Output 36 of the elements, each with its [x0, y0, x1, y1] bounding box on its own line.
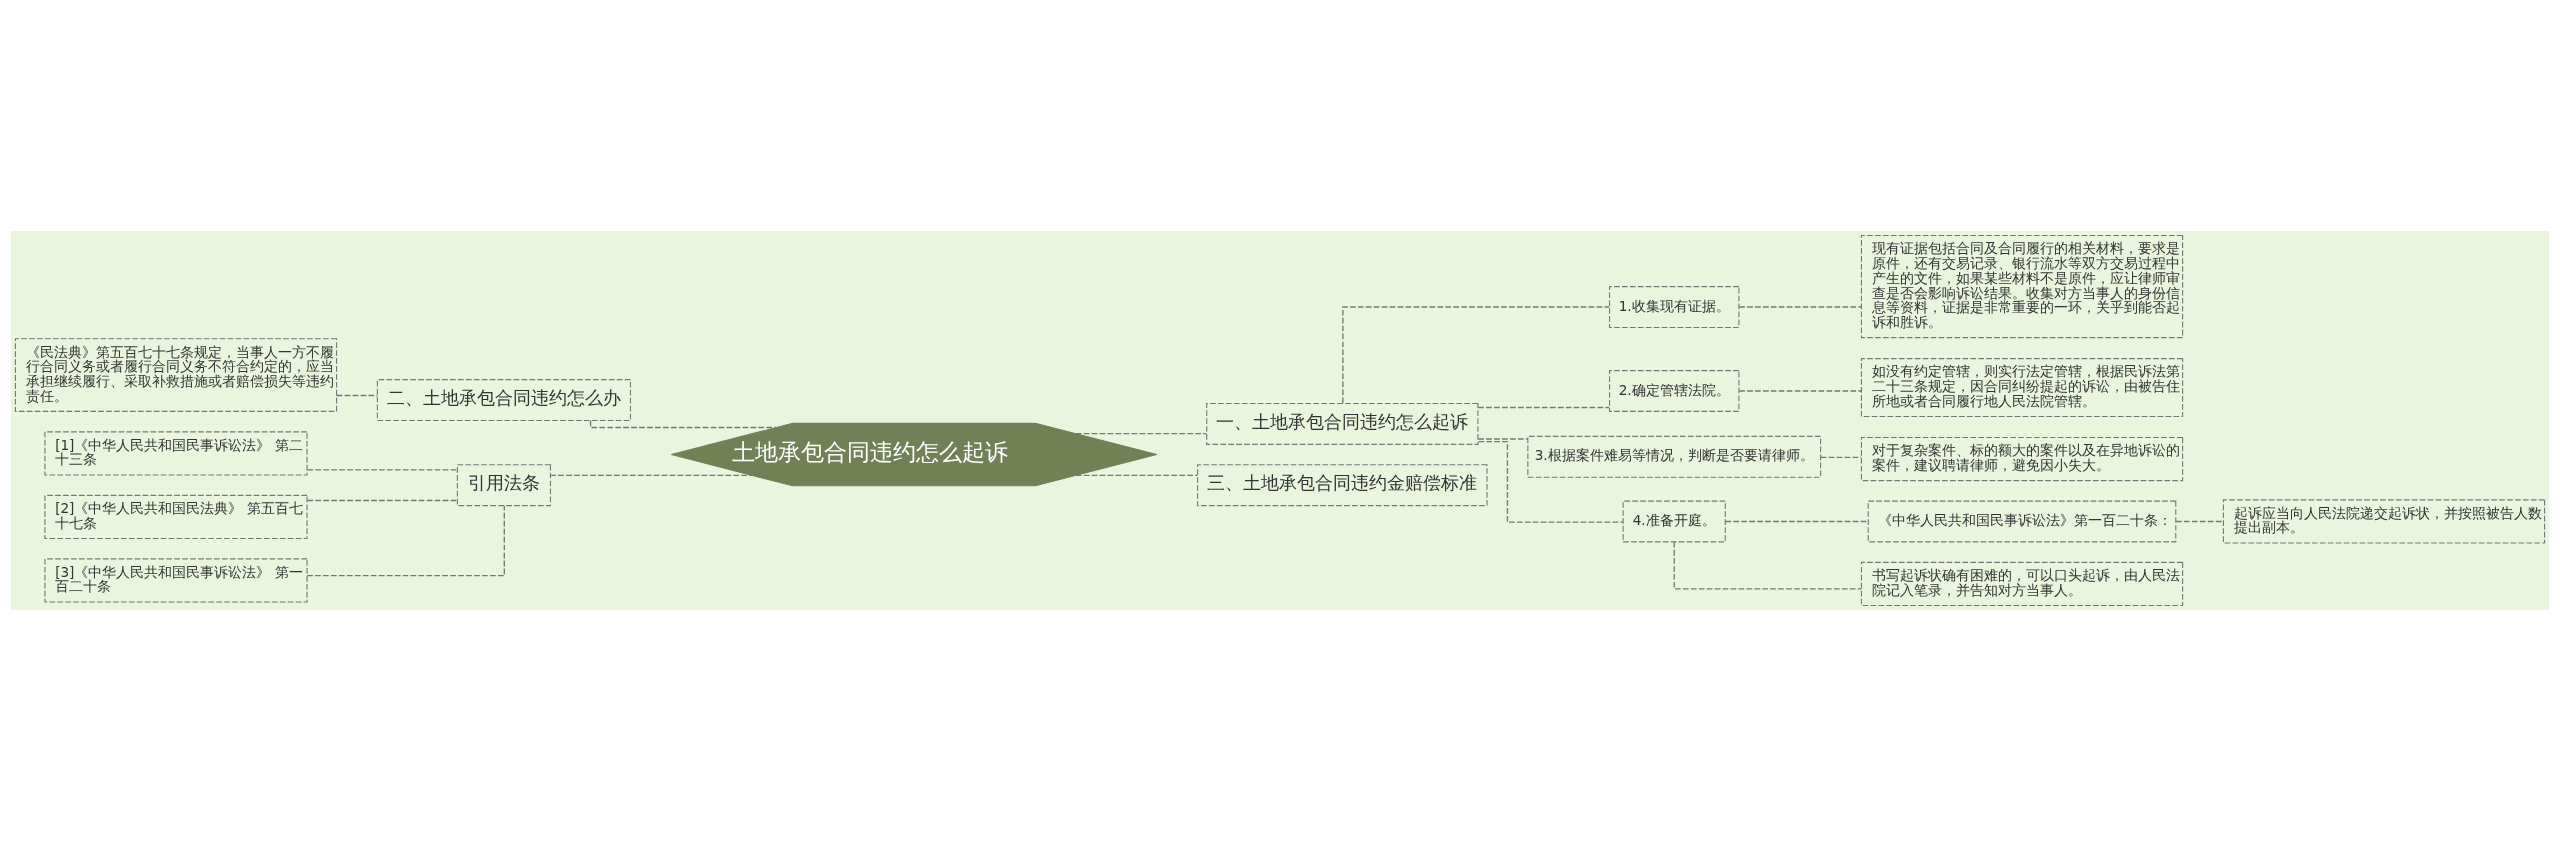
- connector: [1820, 456, 1862, 459]
- node-box: 《民法典》第五百七十七条规定，当事人一方不履行合同义务或者履行合同义务不符合约定的，应当承担继续履行、采取补救措施或者赔偿损失等违约责任。: [14, 338, 338, 412]
- connector: [549, 474, 754, 477]
- connector: [1075, 474, 1199, 477]
- node-box: 《中华人民共和国民事诉讼法》第一百二十条：: [1867, 500, 2177, 543]
- node-box: 三、土地承包合同违约金赔偿标准: [1197, 464, 1488, 507]
- node-box: [1]《中华人民共和国民事诉讼法》 第二十三条: [44, 431, 308, 476]
- connector: [1342, 306, 1610, 404]
- node-box: 2.确定管辖法院。: [1609, 370, 1740, 412]
- node-box: 如没有约定管辖，则实行法定管辖，根据民诉法第二十三条规定，因合同纠纷提起的诉讼，由被告住所地或者合同履行地人民法院管辖。: [1860, 358, 2184, 418]
- connector: [1738, 306, 1862, 308]
- connector: [1673, 541, 1863, 590]
- node-box: 对于复杂案件、标的额大的案件以及在异地诉讼的案件，建议聘请律师，避免因小失大。: [1860, 436, 2184, 482]
- node-box: 起诉应当向人民法院递交起诉状，并按照被告人数提出副本。: [2222, 499, 2546, 544]
- node-box: 二、土地承包合同违约怎么办: [376, 379, 632, 422]
- connector: [306, 499, 458, 502]
- connector: [306, 469, 458, 471]
- connector: [335, 394, 378, 397]
- node-box: [2]《中华人民共和国民法典》 第五百七十七条: [44, 494, 308, 540]
- node-box: 4.准备开庭。: [1622, 500, 1726, 543]
- connector: [1477, 441, 1624, 523]
- node-box: 3.根据案件难易等情况，判断是否要请律师。: [1527, 435, 1822, 478]
- connector: [2175, 520, 2224, 523]
- connector: [1477, 406, 1610, 409]
- node-box: 现有证据包括合同及合同履行的相关材料，要求是原件，还有交易记录、银行流水等双方交易过程中产生的文件，如果某些材料不是原件，应让律师审查是否会影响诉讼结果。收集对方当事人的身份信息等资料，证据是非常重要的一环，关乎到能否起诉和胜诉。: [1860, 234, 2184, 339]
- connector: [1477, 438, 1529, 440]
- connector: [589, 419, 778, 429]
- node-box: 书写起诉状确有困难的，可以口头起诉，由人民法院记入笔录，并告知对方当事人。: [1860, 561, 2184, 607]
- node-box: 1.收集现有证据。: [1609, 286, 1740, 328]
- node-box: 引用法条: [456, 464, 552, 507]
- connector: [1738, 390, 1862, 392]
- node-box: [3]《中华人民共和国民事诉讼法》 第一百二十条: [44, 558, 308, 603]
- connector: [306, 505, 505, 577]
- connector: [1075, 433, 1208, 435]
- connector: [1724, 520, 1869, 523]
- node-box: 一、土地承包合同违约怎么起诉: [1206, 402, 1479, 445]
